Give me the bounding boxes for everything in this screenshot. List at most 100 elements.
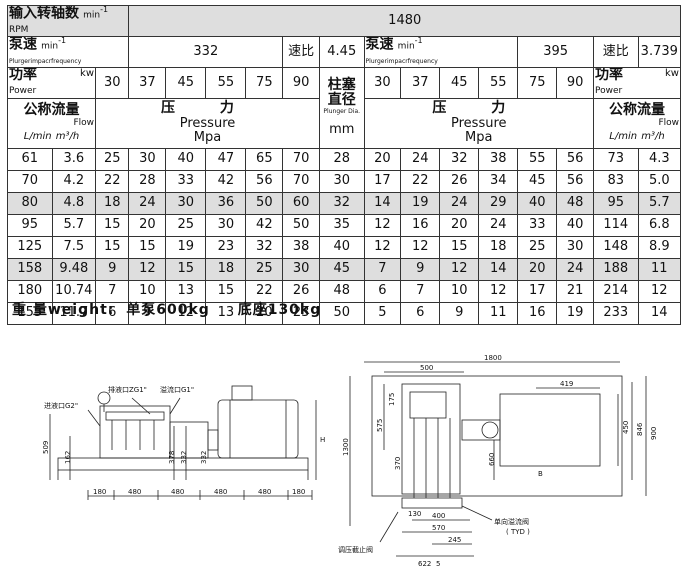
right-flow-lmin: 73 <box>593 147 639 171</box>
input-speed-unit: min <box>83 10 101 21</box>
left-flow-en: Flow <box>73 117 95 128</box>
right-pump-speed-value: 395 <box>517 36 594 69</box>
right-flow-m3h: 14 <box>637 301 682 325</box>
right-pressure-header-cell: 压 力 Pressure Mpa <box>363 97 595 149</box>
left-flow-header-cell: 公称流量 Flow L/min m³/h <box>6 97 97 149</box>
regulator-valve-label: 调压截止阀 <box>338 545 373 554</box>
left-flow-m3h: 9.48 <box>51 257 97 281</box>
left-pressure-0: 22 <box>95 169 130 193</box>
left-pressure-1: 24 <box>128 191 167 215</box>
right-pressure-1: 9 <box>400 257 441 281</box>
right-pressure-3: 29 <box>478 191 519 215</box>
right-power-1: 37 <box>400 67 441 99</box>
dim-1800-text: 1800 <box>484 354 502 362</box>
input-speed-label-cell: 输入转轴数 min-1 RPM <box>6 4 130 38</box>
plan-pulley <box>481 421 499 439</box>
left-pump-speed-unit: min <box>41 41 59 52</box>
dim-245-text: 245 <box>448 536 461 544</box>
plunger-cn2: 直径 <box>327 92 356 109</box>
right-pressure-2: 32 <box>439 147 480 171</box>
bottom-dim-2: 480 <box>171 488 184 496</box>
left-pressure-4: 50 <box>245 191 284 215</box>
left-pressure-5: 26 <box>282 279 320 303</box>
weight-label: 重 量weight: <box>12 302 115 318</box>
bottom-dim-1: 480 <box>128 488 141 496</box>
right-power-4: 75 <box>517 67 558 99</box>
right-pressure-4: 17 <box>517 279 558 303</box>
left-pressure-0: 9 <box>95 257 130 281</box>
rpm-label: RPM <box>9 24 29 35</box>
right-pressure-2: 20 <box>439 213 480 237</box>
right-pressure-5: 56 <box>556 147 594 171</box>
left-pressure-3: 36 <box>205 191 247 215</box>
right-power-cn: 功率 <box>595 67 623 84</box>
left-flow-lmin: 125 <box>7 235 53 259</box>
right-ratio-value: 3.739 <box>637 36 682 69</box>
plan-coupling <box>461 419 501 441</box>
left-flow-lmin: 155 <box>7 301 53 325</box>
right-pressure-1: 7 <box>400 279 441 303</box>
left-pressure-1: 30 <box>128 147 167 171</box>
left-power-unit: kw <box>80 68 95 80</box>
left-pressure-1: 20 <box>128 213 167 237</box>
left-flow-m3h: 11.7 <box>51 301 97 325</box>
right-pressure-1: 22 <box>400 169 441 193</box>
right-pressure-5: 19 <box>556 301 594 325</box>
left-pressure-unit: Mpa <box>193 129 222 145</box>
plunger-diameter: 45 <box>318 257 365 281</box>
right-pressure-0: 14 <box>363 191 402 215</box>
right-pressure-5: 24 <box>556 257 594 281</box>
right-pressure-cn: 压 力 <box>432 100 526 117</box>
dim-400-text: 400 <box>432 512 445 520</box>
right-pressure-0: 7 <box>363 257 402 281</box>
left-pressure-3: 15 <box>205 279 247 303</box>
left-pressure-en: Pressure <box>179 115 236 131</box>
bottom-dim-3: 480 <box>214 488 227 496</box>
left-power-3: 55 <box>205 67 247 99</box>
left-power-label-cell: 功率 kw Power <box>6 67 97 99</box>
overflow-leader <box>169 397 181 415</box>
left-pressure-2: 12 <box>165 301 207 325</box>
dim-175-text: 175 <box>388 393 396 406</box>
pump-head <box>99 405 171 459</box>
left-pressure-5: 70 <box>282 147 320 171</box>
left-power-2: 45 <box>165 67 207 99</box>
weight-line: 重 量weight: 单泵600kg 底座130kg <box>12 299 321 319</box>
check-valve-code: ( TYD ) <box>506 528 530 536</box>
dim-162-text: 162 <box>64 451 72 464</box>
pump-drawings: 排液口ZG1" 溢流口G1" 进液口G2" 509 162 378 332 33… <box>42 354 658 568</box>
dim-575-text: 575 <box>376 419 384 432</box>
left-pressure-4: 25 <box>245 257 284 281</box>
dim-450-text: 450 <box>622 421 630 434</box>
dim-332-text: 332 <box>180 451 188 464</box>
check-valve-leader <box>461 505 493 521</box>
right-power-0: 30 <box>363 67 402 99</box>
left-pressure-3: 13 <box>205 301 247 325</box>
dim-378-text: 378 <box>168 451 176 464</box>
bottom-dim-4: 480 <box>258 488 271 496</box>
right-pressure-0: 12 <box>363 213 402 237</box>
plunger-diameter: 50 <box>318 301 365 325</box>
right-pressure-3: 12 <box>478 279 519 303</box>
left-pressure-2: 19 <box>165 235 207 259</box>
plunger-diameter: 48 <box>318 279 365 303</box>
left-pump-speed-label-cell: 泵速 min-1 Plurgerimpacrfrequency <box>6 36 130 69</box>
right-pressure-5: 40 <box>556 213 594 237</box>
left-pressure-5: 23 <box>282 301 320 325</box>
right-pressure-1: 12 <box>400 235 441 259</box>
dim-419-text: 419 <box>560 380 573 388</box>
left-power-cn: 功率 <box>9 67 37 84</box>
right-pressure-5: 48 <box>556 191 594 215</box>
left-power-4: 75 <box>245 67 284 99</box>
right-flow-m3h: 11 <box>637 257 682 281</box>
right-pressure-0: 17 <box>363 169 402 193</box>
left-pressure-1: 28 <box>128 169 167 193</box>
left-flow-cn: 公称流量 <box>23 102 80 119</box>
plan-manifold <box>401 497 463 509</box>
left-ratio-value: 4.45 <box>318 36 365 69</box>
inlet-port-label: 进液口G2" <box>44 401 78 410</box>
right-flow-unit-lmin: L/min <box>609 130 638 142</box>
